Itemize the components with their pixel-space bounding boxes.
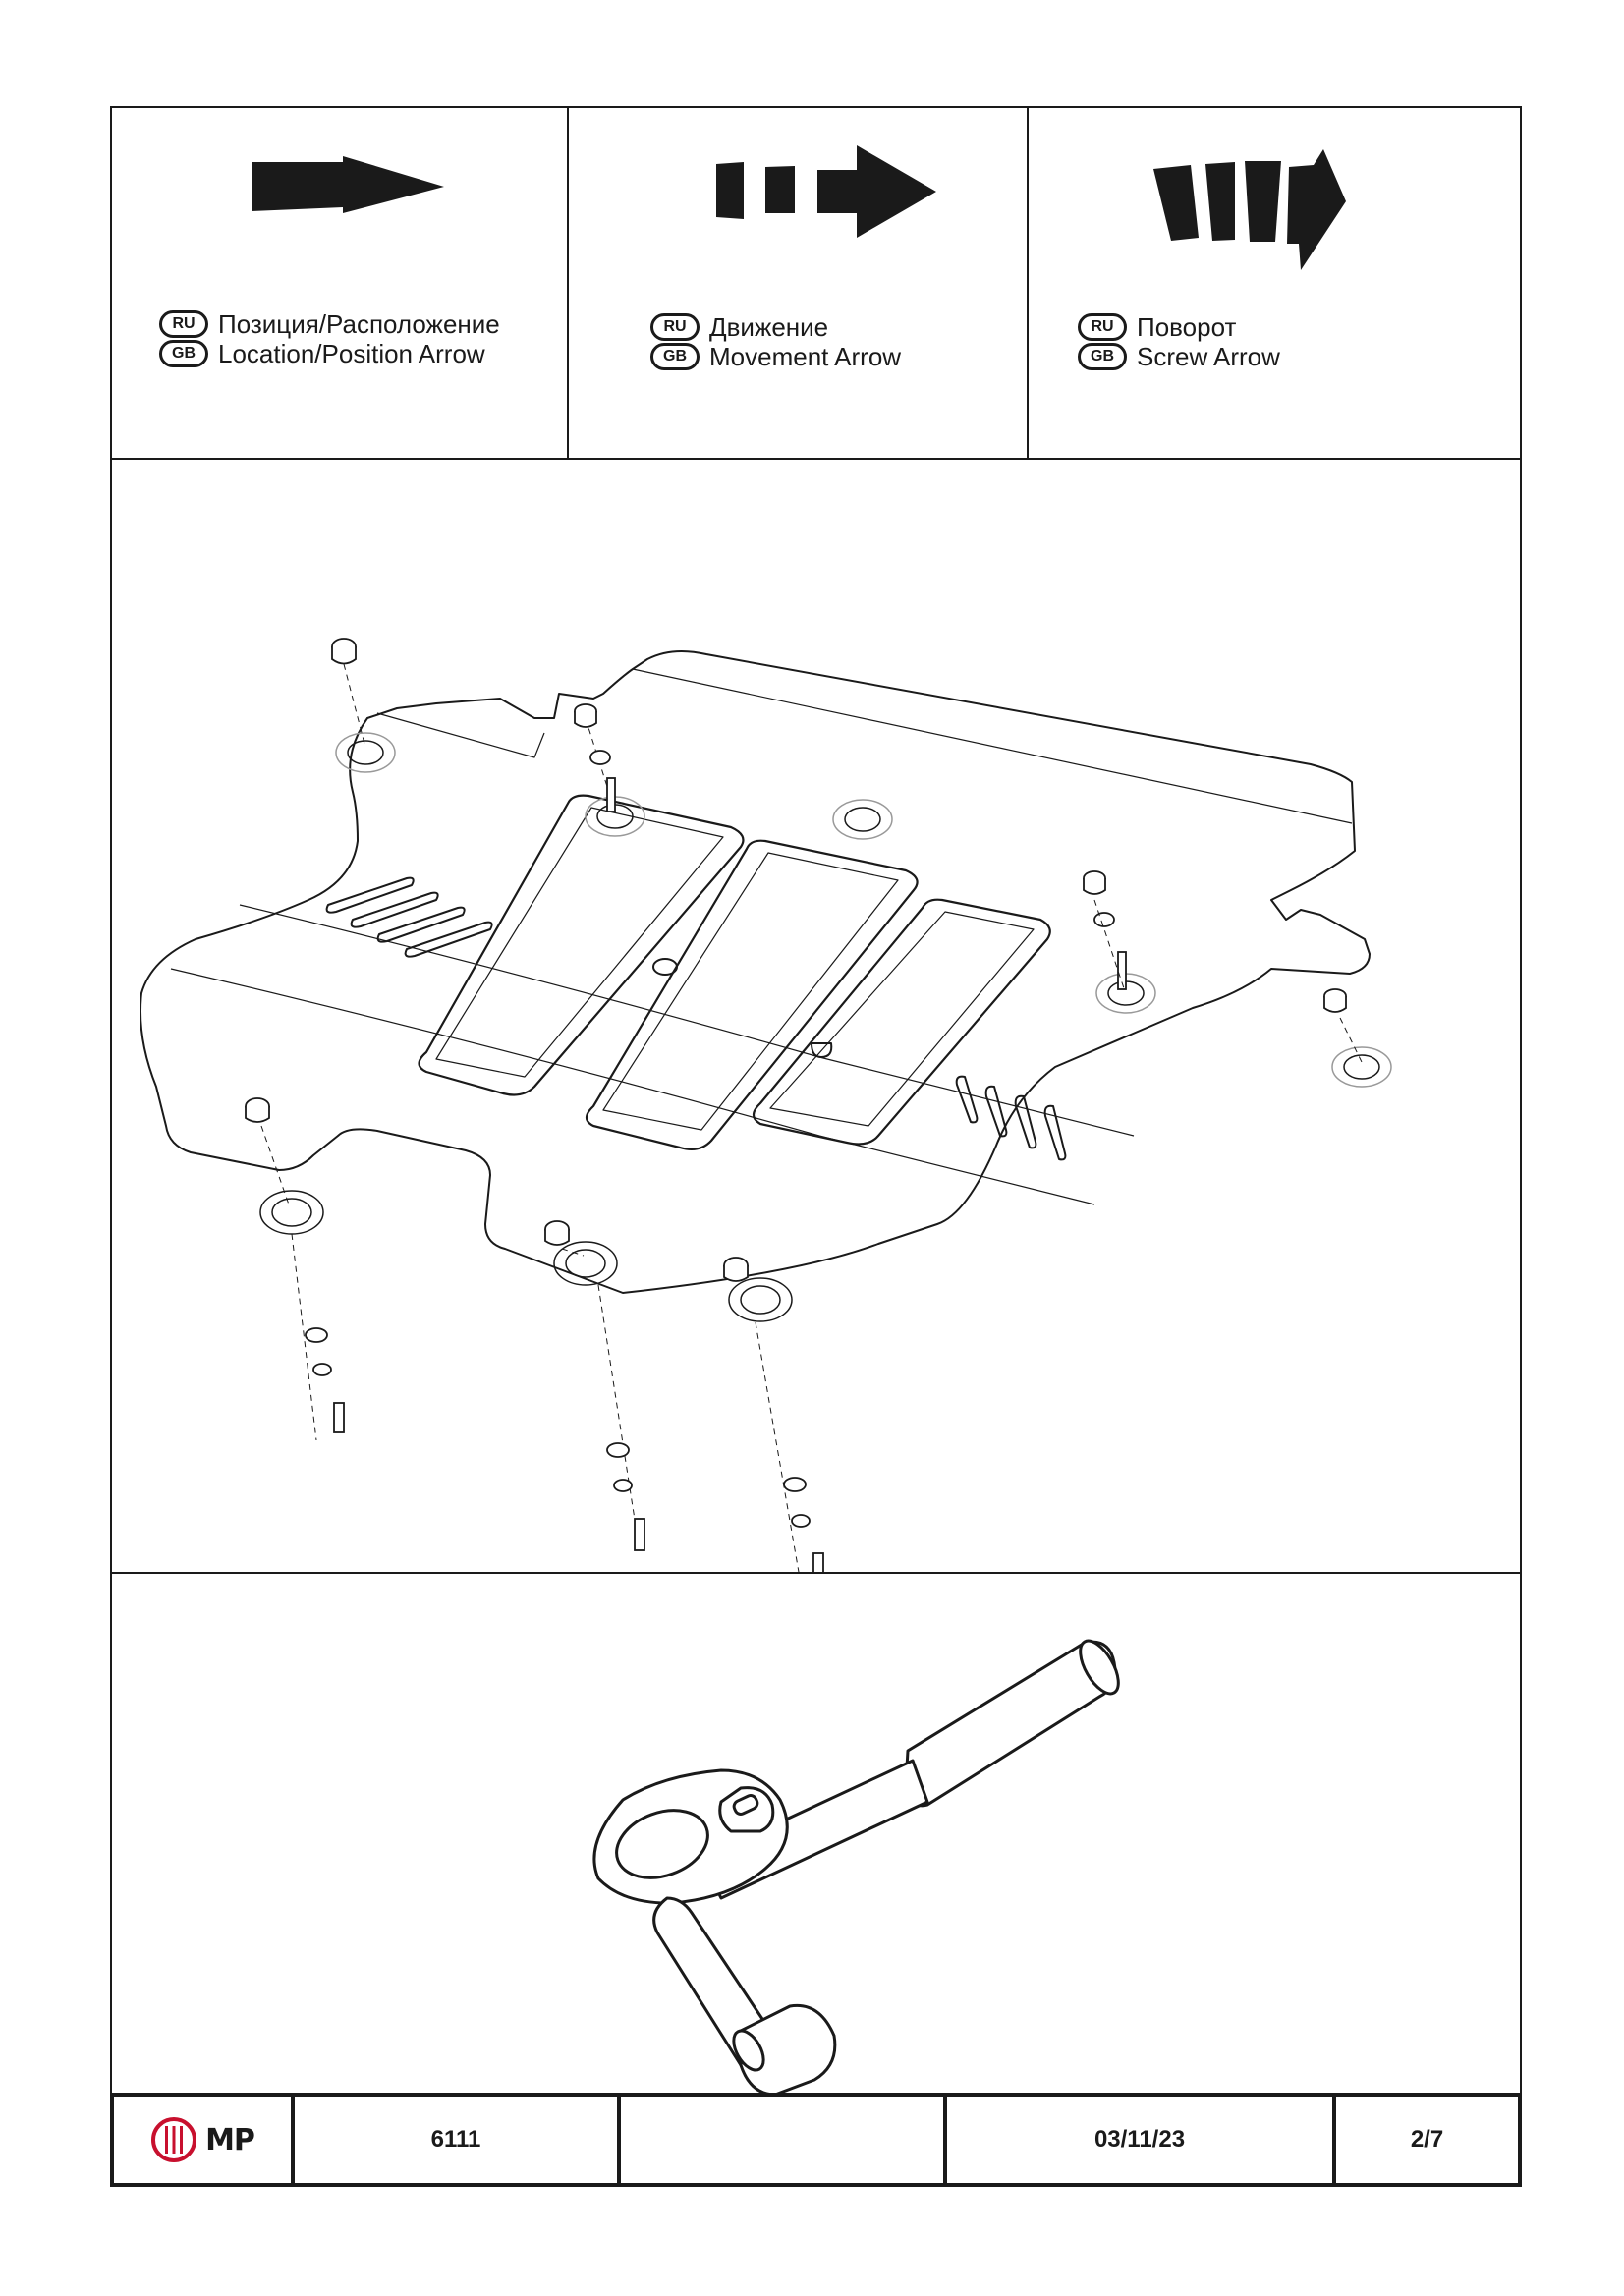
skid-plate-diagram [112,458,1520,1574]
location-arrow-icon [252,156,444,213]
title-block: MP 6111 03/11/23 2/7 [110,2093,1522,2187]
ru-badge: RU [650,313,700,341]
arrow-legend: RU Позиция/Расположение GB Location/Positi… [112,108,1520,460]
ratchet-tool-illustration [112,1574,1520,2095]
gb-badge: GB [159,340,208,367]
legend-cell-movement: RU Движение GB Movement Arrow [567,108,1029,458]
legend-gb-label: Location/Position Arrow [218,339,485,368]
legend-ru-label: Позиция/Расположение [218,309,500,339]
gb-badge: GB [650,343,700,370]
mounting-points [259,732,1392,1322]
vent-slots-left [325,876,493,958]
company-logo: MP [114,2097,295,2183]
ratchet-wrench-icon [592,1639,1120,2095]
logo-text: MP [205,2122,255,2157]
stiffening-ribs [418,794,1051,1150]
part-number: 6111 [295,2097,621,2183]
ru-badge: RU [1078,313,1127,341]
skid-plate-outline [140,649,1371,1294]
fasteners [245,638,1363,1572]
legend-gb-label: Screw Arrow [1137,342,1280,371]
vent-slots-right [955,1075,1067,1161]
movement-arrow-icon [716,145,936,238]
legend-gb-label: Movement Arrow [709,342,902,371]
legend-ru-label: Движение [709,312,829,342]
page-frame: RU Позиция/Расположение GB Location/Positi… [110,106,1522,2187]
document-date: 03/11/23 [947,2097,1336,2183]
ru-badge: RU [159,310,208,338]
legend-ru-label: Поворот [1137,312,1237,342]
logo-emblem-icon [151,2117,197,2162]
page-number: 2/7 [1410,2126,1444,2153]
screw-arrow-icon [1153,149,1346,270]
skid-plate-drawing [140,638,1392,1572]
legend-cell-screw: RU Поворот GB Screw Arrow [1029,108,1520,458]
legend-cell-location: RU Позиция/Расположение GB Location/Positi… [112,108,569,458]
blank-field [621,2097,947,2183]
gb-badge: GB [1078,343,1127,370]
